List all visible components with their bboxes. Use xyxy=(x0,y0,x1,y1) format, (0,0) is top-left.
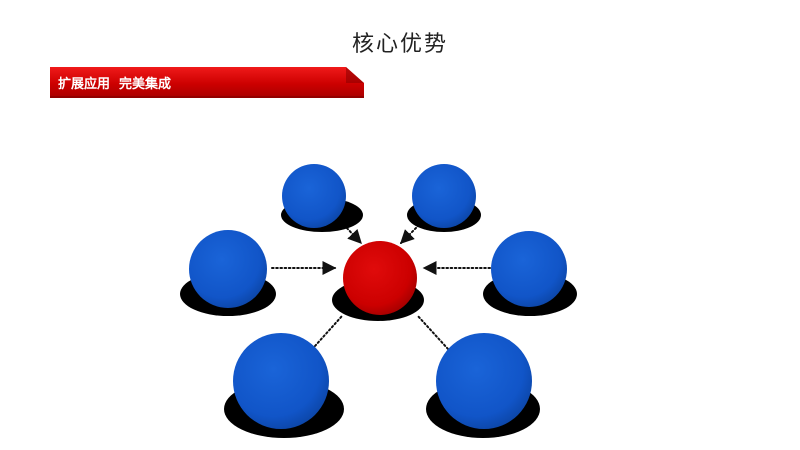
connector-node-bottom-right xyxy=(416,314,449,350)
connector-node-bottom-left xyxy=(314,315,343,347)
slide-title: 核心优势 xyxy=(351,32,448,57)
node-top-right xyxy=(407,164,481,232)
node-bottom-left-ball xyxy=(233,333,329,429)
node-group xyxy=(180,164,577,438)
node-middle-right xyxy=(483,231,577,316)
node-bottom-right-ball xyxy=(436,333,532,429)
node-bottom-right xyxy=(426,333,540,438)
section-label: 扩展应用 完美集成 xyxy=(58,77,172,92)
section-ribbon: 扩展应用 完美集成 xyxy=(50,67,364,98)
center-node xyxy=(332,241,424,321)
node-middle-left-ball xyxy=(189,230,267,308)
node-middle-left xyxy=(180,230,276,316)
ribbon-shape xyxy=(50,67,364,98)
node-top-left-ball xyxy=(282,164,346,228)
node-bottom-left xyxy=(224,333,344,438)
center-node-ball xyxy=(343,241,417,315)
node-middle-right-ball xyxy=(491,231,567,307)
node-top-right-ball xyxy=(412,164,476,228)
connector-node-top-right xyxy=(400,224,420,244)
node-top-left xyxy=(281,164,363,232)
